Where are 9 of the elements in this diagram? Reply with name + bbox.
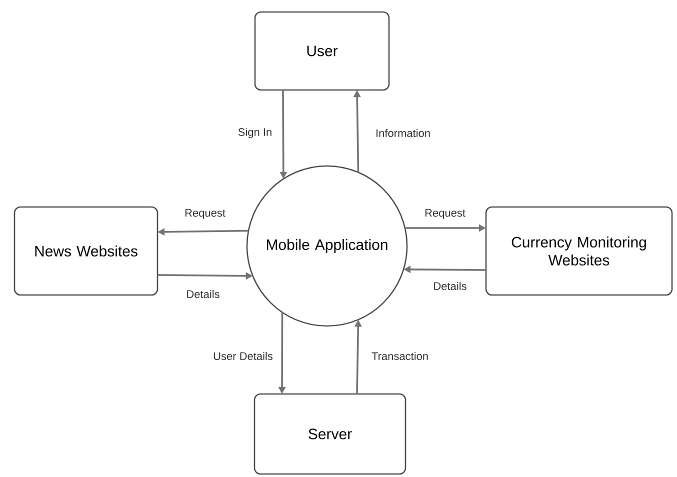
process-box: User [254,11,390,91]
edge-label: Request [424,208,466,220]
process-box: Server [254,393,406,475]
edge-label: Details [185,288,221,300]
edge-label: Details [432,280,468,292]
edge-label: Request [184,208,226,220]
edge-label: User Details [212,350,274,362]
process-box: News Websites [14,206,158,296]
process-box: Currency Monitoring Websites [485,206,673,296]
